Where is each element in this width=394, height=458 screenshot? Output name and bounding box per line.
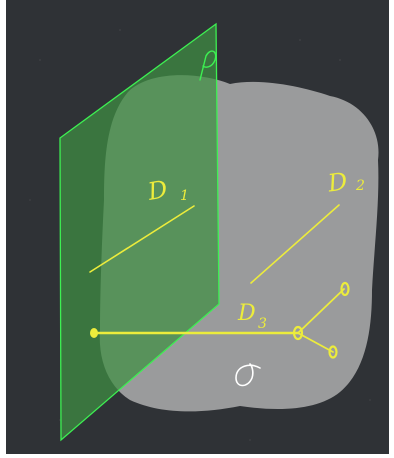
line-d1 bbox=[89, 205, 195, 273]
line-d2 bbox=[250, 204, 340, 284]
label-d3: D bbox=[237, 301, 256, 326]
label-sigma bbox=[235, 363, 261, 387]
segment-upper-branch bbox=[297, 288, 345, 334]
point-upper-branch-end bbox=[340, 281, 350, 297]
label-d2: D bbox=[325, 167, 349, 198]
label-rho bbox=[199, 50, 217, 81]
label-d3-sub: 3 bbox=[258, 316, 267, 332]
point-d3-on-rho bbox=[90, 328, 98, 338]
point-lower-branch-end bbox=[328, 345, 338, 359]
label-d1: D bbox=[145, 175, 170, 206]
segment-lower-branch bbox=[297, 332, 334, 353]
point-d3-on-sigma bbox=[292, 325, 304, 341]
plane-rho bbox=[59, 22, 220, 442]
label-d1-sub: 1 bbox=[180, 188, 189, 204]
label-d2-sub: 2 bbox=[355, 178, 365, 194]
